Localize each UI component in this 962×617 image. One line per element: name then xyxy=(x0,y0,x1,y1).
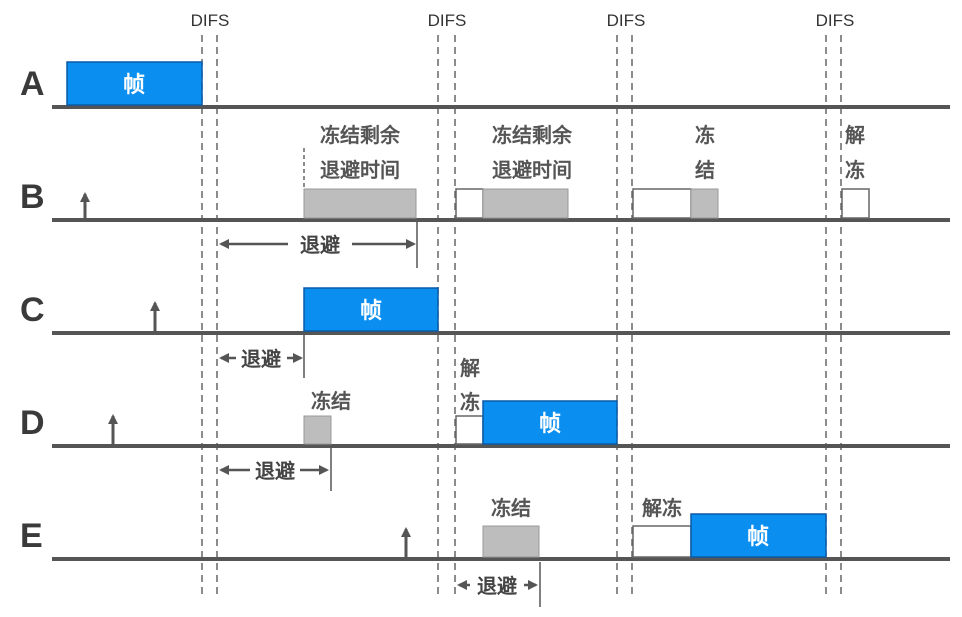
backoff-box-d xyxy=(303,415,332,445)
frame-box-d xyxy=(482,400,618,445)
backoff-label-e: 退避 xyxy=(477,574,517,598)
freeze-note-d: 冻结 xyxy=(311,389,351,413)
backoff-label-c: 退避 xyxy=(241,347,281,371)
unfreeze-note-b-line2: 冻 xyxy=(845,158,865,182)
unfreeze-box-b xyxy=(841,188,870,219)
station-label-a: A xyxy=(20,65,45,103)
difs-wait-box-b-1 xyxy=(455,188,484,219)
arrival-arrows xyxy=(80,192,411,557)
freeze-note-b-3-line1: 冻 xyxy=(695,123,715,147)
unfreeze-note-e: 解冻 xyxy=(642,496,682,520)
station-label-b: B xyxy=(20,178,45,216)
station-label-e: E xyxy=(20,517,43,555)
station-label-d: D xyxy=(20,404,45,442)
unfreeze-note-d-line2: 冻 xyxy=(460,390,480,414)
unfreeze-note-b-line1: 解 xyxy=(845,123,865,147)
frame-label-e: 帧 xyxy=(747,525,769,550)
station-label-c: C xyxy=(20,291,45,329)
freeze-note-b-2-line1: 冻结剩余 xyxy=(492,123,573,147)
difs-label: DIFS xyxy=(428,11,467,30)
frame-box-e xyxy=(690,513,827,558)
backoff-box-b-2 xyxy=(482,188,569,219)
freeze-note-b-1-line2: 退避时间 xyxy=(320,158,400,182)
frame-label-c: 帧 xyxy=(360,299,382,324)
station-timelines xyxy=(52,105,950,561)
freeze-note-e: 冻结 xyxy=(491,496,531,520)
backoff-box-b-1 xyxy=(303,188,417,219)
freeze-note-b-3-line2: 结 xyxy=(695,158,715,182)
freeze-note-b-1-line1: 冻结剩余 xyxy=(320,123,401,147)
difs-label: DIFS xyxy=(816,11,855,30)
backoff-label-d: 退避 xyxy=(255,459,295,483)
unfreeze-box-e xyxy=(632,525,692,558)
unfreeze-box-d xyxy=(455,415,484,445)
frame-label-a: 帧 xyxy=(123,73,145,98)
frame-label-d: 帧 xyxy=(539,412,561,437)
backoff-box-e xyxy=(482,525,540,558)
backoff-label-b: 退避 xyxy=(300,233,340,257)
frame-box-a xyxy=(66,61,203,106)
difs-wait-box-b-2 xyxy=(632,188,692,219)
difs-label: DIFS xyxy=(191,11,230,30)
freeze-note-b-2-line2: 退避时间 xyxy=(492,158,572,182)
frame-box-c xyxy=(303,287,439,332)
backoff-box-b-3 xyxy=(690,188,719,219)
unfreeze-note-d-line1: 解 xyxy=(460,356,480,380)
difs-label: DIFS xyxy=(607,11,646,30)
